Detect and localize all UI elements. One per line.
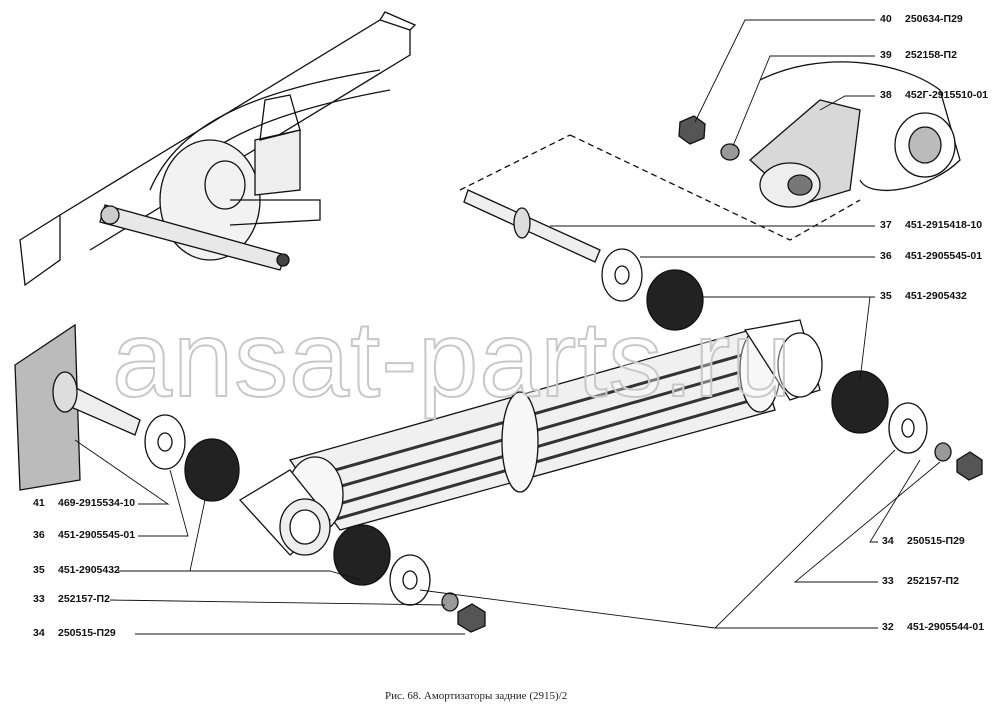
bushing-35-lower: [333, 524, 391, 586]
suspension-assembly-sketch: [19, 11, 417, 287]
bracket-38: [749, 61, 961, 208]
shock-absorber: [238, 319, 823, 556]
bolt-37: [463, 189, 601, 263]
nut-34-right: [956, 451, 983, 481]
leader-lines: [74, 19, 941, 635]
washer-36-upper: [601, 248, 643, 302]
dashed-outline: [569, 134, 861, 241]
washer-36-left: [144, 414, 186, 470]
washer-32-right: [888, 402, 928, 454]
nut-34-left: [457, 603, 486, 633]
bushing-35-upper: [646, 269, 704, 331]
washer-32: [389, 554, 431, 606]
bushing-35-right: [831, 370, 889, 434]
nut-40: [678, 115, 706, 145]
washer-39: [720, 143, 740, 161]
washer-33-left: [441, 592, 459, 612]
watermark: ansat-parts.ru: [111, 297, 793, 420]
figure-caption: Рис. 68. Амортизаторы задние (2915)/2: [385, 690, 568, 702]
washer-33-right: [934, 442, 952, 462]
bushing-35-left: [184, 438, 240, 502]
frame-bracket: [14, 323, 81, 491]
